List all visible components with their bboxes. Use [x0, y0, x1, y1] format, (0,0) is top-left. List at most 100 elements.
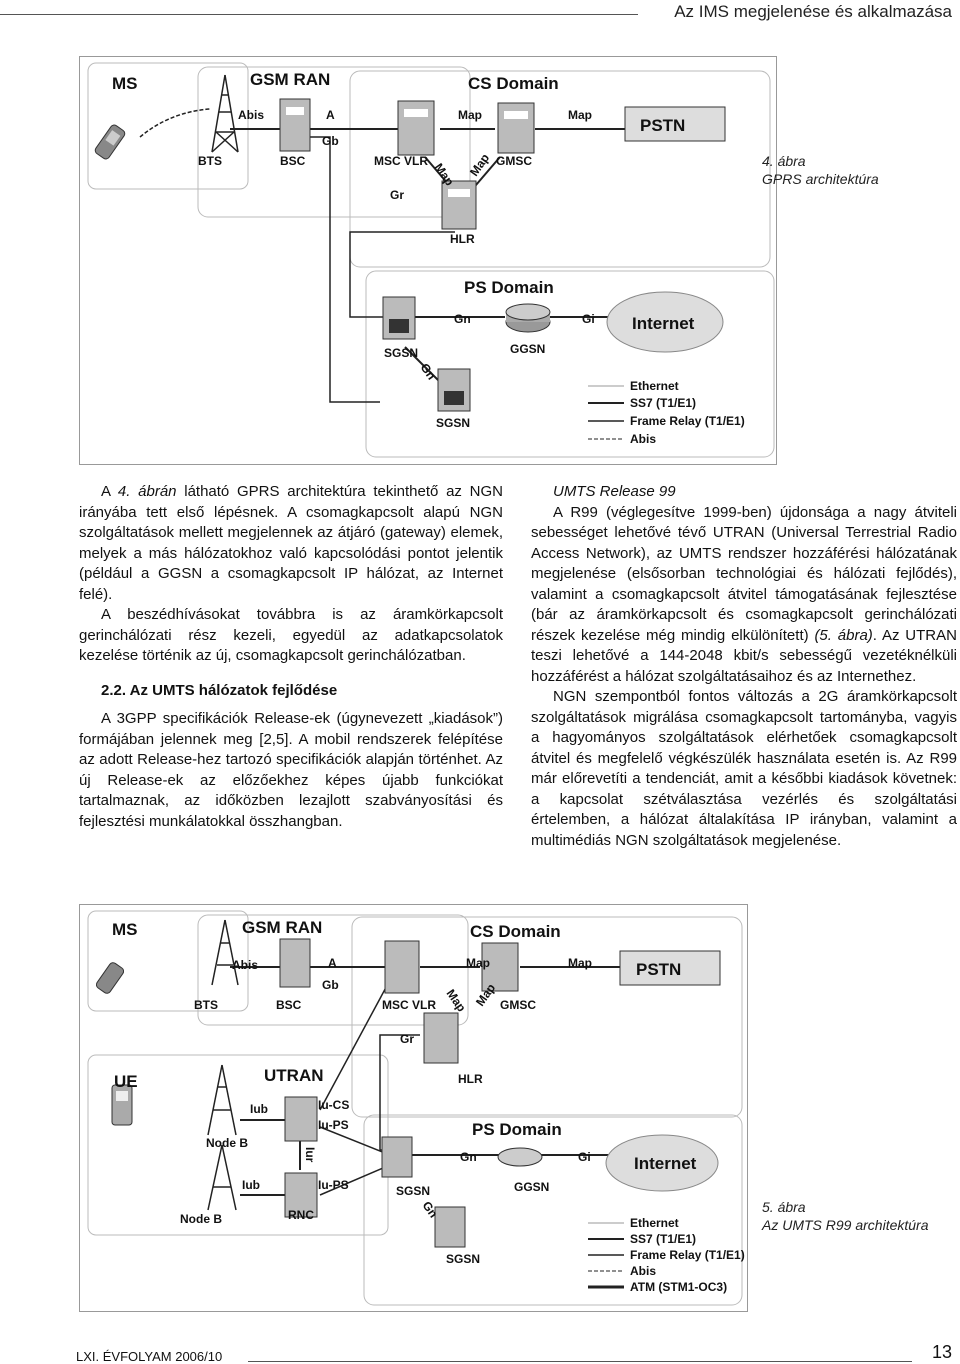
legend-item: Frame Relay (T1/E1)	[630, 414, 745, 428]
pstn-box-icon	[624, 106, 726, 142]
figure-4-legend: Ethernet SS7 (T1/E1) Frame Relay (T1/E1)…	[588, 379, 745, 446]
paragraph-1: A 4. ábrán látható GPRS architektúra tek…	[79, 482, 503, 605]
page-number: 13	[931, 1342, 952, 1362]
label-a: A	[326, 108, 335, 122]
legend-item: Abis	[630, 1264, 656, 1278]
gb-link	[310, 136, 380, 403]
section-heading: 2.2. Az UMTS hálózatok fejlődése	[101, 681, 338, 699]
figure-5-diagram: MS GSM RAN CS Domain Abis A Gb Map Map M…	[87, 910, 745, 1306]
header-rule	[0, 14, 638, 15]
label-hlr: HLR	[458, 1072, 483, 1086]
node-b-tower-icon-1	[207, 1064, 237, 1136]
label-iu-cs-1: Iu-CS	[318, 1098, 349, 1112]
label-hlr: HLR	[450, 232, 475, 246]
sgsn-2-icon	[434, 1206, 466, 1248]
msc-vlr-server-icon	[384, 940, 420, 994]
label-gmsc: GMSC	[496, 154, 532, 168]
iu-ps-link-2	[319, 1164, 391, 1196]
label-node-b-1: Node B	[206, 1136, 248, 1150]
label-pstn: PSTN	[640, 116, 685, 135]
figure-5-caption-text: Az UMTS R99 architektúra	[762, 1217, 929, 1233]
label-gsm-ran: GSM RAN	[250, 70, 330, 89]
internet-cloud-icon	[606, 291, 724, 353]
legend-item: SS7 (T1/E1)	[630, 1232, 696, 1246]
label-ue: UE	[114, 1072, 138, 1091]
rnc-server-icon-2	[284, 1172, 318, 1218]
hlr-server-icon	[441, 180, 477, 230]
label-map-1: Map	[458, 108, 482, 122]
right-column: UMTS Release 99 A R99 (véglegesítve 1999…	[531, 482, 957, 851]
label-msc-vlr: MSC VLR	[374, 154, 428, 168]
legend-item: SS7 (T1/E1)	[630, 396, 696, 410]
footer-rule	[248, 1361, 912, 1362]
figure-ref-5: (5. ábra)	[814, 626, 873, 644]
journal-issue: LXI. ÉVFOLYAM 2006/10	[76, 1349, 223, 1364]
sgsn-1-icon	[382, 296, 416, 340]
label-iur: Iur	[303, 1147, 317, 1163]
label-bsc: BSC	[276, 998, 302, 1012]
mobile-phone-icon	[95, 962, 125, 994]
node-b-tower-icon-2	[207, 1144, 237, 1211]
label-gn: Gn	[460, 1150, 477, 1164]
label-ggsn: GGSN	[510, 342, 545, 356]
sgsn-2-icon	[437, 368, 471, 412]
figure-5-legend: Ethernet SS7 (T1/E1) Frame Relay (T1/E1)…	[588, 1216, 745, 1294]
label-sgsn-2: SGSN	[436, 416, 470, 430]
running-header: Az IMS megjelenése és alkalmazása	[0, 0, 960, 30]
sgsn-1-icon	[381, 1136, 413, 1178]
label-gr: Gr	[400, 1032, 414, 1046]
left-column: A 4. ábrán látható GPRS architektúra tek…	[79, 482, 503, 832]
gmsc-server-icon	[497, 102, 535, 154]
label-sgsn-2: SGSN	[446, 1252, 480, 1266]
figure-5-caption: 5. ábra Az UMTS R99 architektúra	[762, 1198, 929, 1234]
label-map-3: Map	[444, 987, 469, 1015]
label-msc-vlr: MSC VLR	[382, 998, 436, 1012]
label-node-b-2: Node B	[180, 1212, 222, 1226]
pstn-box-icon	[619, 950, 721, 986]
ms-area	[87, 910, 249, 1012]
label-a: A	[328, 956, 337, 970]
figure-4-caption: 4. ábra GPRS architektúra	[762, 152, 879, 188]
radio-link	[139, 108, 211, 138]
msc-vlr-server-icon	[397, 100, 435, 156]
label-map-2: Map	[568, 108, 592, 122]
gsm-ran-area	[197, 66, 471, 218]
cs-domain-area	[349, 70, 771, 268]
label-cs-domain: CS Domain	[468, 74, 559, 93]
label-ms: MS	[112, 74, 138, 93]
legend-item: Ethernet	[630, 1216, 679, 1230]
label-internet: Internet	[634, 1154, 697, 1173]
mobile-phone-icon	[94, 124, 126, 160]
ms-area	[87, 62, 249, 190]
figure-4-diagram: MS GSM RAN CS Domain Abis A Gb Map Map M…	[87, 62, 775, 458]
bsc-server-icon	[279, 938, 311, 988]
bts-tower-icon	[211, 919, 239, 986]
ps-domain-area	[363, 1114, 743, 1306]
label-gsm-ran: GSM RAN	[242, 918, 322, 937]
label-sgsn-1: SGSN	[396, 1184, 430, 1198]
gsm-ran-area	[197, 914, 469, 1026]
label-gb: Gb	[322, 134, 339, 148]
label-ps-domain: PS Domain	[472, 1120, 562, 1139]
legend-item: ATM (STM1-OC3)	[630, 1280, 727, 1294]
label-gr: Gr	[390, 188, 404, 202]
label-ggsn: GGSN	[514, 1180, 549, 1194]
gr-link	[349, 231, 455, 318]
internet-cloud-icon	[605, 1134, 719, 1192]
label-abis: Abis	[232, 958, 258, 972]
rp1-rest: . Az UTRAN teszi lehetővé a 144-2048 kbi…	[531, 626, 957, 685]
gmsc-server-icon	[481, 942, 519, 992]
figure-5: MS GSM RAN CS Domain Abis A Gb Map Map M…	[79, 904, 748, 1312]
label-iu-ps-1: Iu-PS	[318, 1118, 349, 1132]
label-iub-1: Iub	[250, 1102, 268, 1116]
ps-domain-area	[365, 270, 775, 458]
bsc-server-icon	[279, 98, 311, 152]
page-footer: LXI. ÉVFOLYAM 2006/10 13	[0, 1340, 960, 1364]
legend-item: Frame Relay (T1/E1)	[630, 1248, 745, 1262]
label-internet: Internet	[632, 314, 695, 333]
label-pstn: PSTN	[636, 960, 681, 979]
cs-domain-area	[351, 916, 743, 1118]
iu-cs-link	[319, 979, 391, 1111]
label-gb: Gb	[322, 978, 339, 992]
label-gi: Gi	[578, 1150, 591, 1164]
